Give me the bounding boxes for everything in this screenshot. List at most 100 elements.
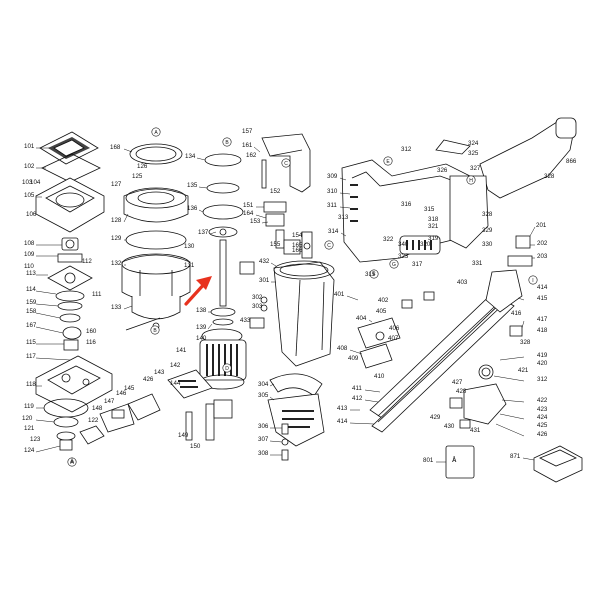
part-label-430: 430: [444, 423, 455, 430]
base-plate-assembly: [35, 131, 113, 451]
piston-driver-column: [202, 153, 244, 326]
part-label-148: 148: [92, 405, 103, 412]
part-label-321: 321: [428, 223, 439, 230]
part-label-A: A: [70, 458, 75, 465]
part-label-103: 103: [22, 179, 33, 186]
magazine-assembly: [357, 269, 523, 433]
view-circle-letter: A: [70, 460, 74, 466]
part-label-124: 124: [24, 447, 35, 454]
part-label-111: 111: [92, 291, 102, 298]
part-label-425: 425: [537, 422, 548, 429]
part-label-164: 164: [243, 210, 254, 217]
view-circle-letter: E: [386, 159, 390, 165]
part-label-125: 125: [132, 173, 143, 180]
part-label-329: 329: [482, 227, 493, 234]
part-label-315b: 315: [424, 206, 435, 213]
view-circle-A2: A: [67, 457, 77, 467]
part-label-312: 312: [401, 146, 412, 153]
part-label-310: 310: [327, 188, 338, 195]
view-circle-G: G: [389, 259, 399, 269]
part-label-114: 114: [26, 286, 36, 293]
part-label-137: 137: [198, 229, 209, 236]
svg-text:Å: Å: [452, 457, 457, 464]
part-label-429: 429: [430, 414, 441, 421]
part-label-147: 147: [104, 398, 115, 405]
part-label-413: 413: [337, 405, 348, 412]
part-label-866: 866: [566, 158, 577, 165]
part-label-301: 301: [259, 277, 270, 284]
view-circle-letter: F: [372, 272, 375, 278]
part-label-326: 326: [437, 167, 448, 174]
part-label-116: 116: [86, 339, 96, 346]
part-label-132: 132: [111, 260, 122, 267]
part-label-419: 419: [537, 352, 548, 359]
part-label-406: 406: [389, 325, 400, 332]
part-label-153: 153: [250, 218, 261, 225]
part-label-145: 145: [124, 385, 135, 392]
part-label-408: 408: [337, 345, 348, 352]
view-circle-letter: H: [469, 178, 473, 184]
part-label-112: 112: [82, 258, 92, 265]
part-label-325: 325: [468, 150, 479, 157]
part-label-157: 157: [242, 128, 253, 135]
part-label-322: 322: [383, 236, 394, 243]
part-label-312b: 312: [537, 376, 548, 383]
part-label-405: 405: [376, 308, 387, 315]
part-label-131: 131: [184, 262, 195, 269]
part-number-labels: 1011021031041051061081091101121131141111…: [22, 128, 577, 465]
part-label-102: 102: [24, 163, 35, 170]
part-label-423: 423: [537, 406, 548, 413]
view-circle-H: H: [466, 175, 476, 185]
view-circle-letter: C: [284, 161, 288, 167]
part-label-304: 304: [258, 381, 269, 388]
part-label-201: 201: [536, 222, 547, 229]
part-label-134: 134: [185, 153, 196, 160]
part-label-159: 159: [26, 299, 37, 306]
part-label-340: 340: [398, 241, 409, 248]
part-label-113: 113: [26, 270, 36, 277]
part-label-305: 305: [258, 392, 269, 399]
part-label-427: 427: [452, 379, 463, 386]
part-label-105: 105: [24, 192, 35, 199]
part-label-404: 404: [356, 315, 367, 322]
part-label-432: 432: [259, 258, 270, 265]
view-circle-A: A: [151, 127, 161, 137]
part-label-129: 129: [111, 235, 122, 242]
part-label-311: 311: [327, 202, 337, 209]
part-label-801: 801: [423, 457, 434, 464]
part-label-317: 317: [412, 261, 423, 268]
part-label-308: 308: [258, 450, 269, 457]
part-label-139: 139: [196, 324, 207, 331]
part-label-309: 309: [327, 173, 338, 180]
part-label-422: 422: [537, 397, 548, 404]
view-circle-letter: A: [154, 130, 158, 136]
part-label-138: 138: [196, 307, 207, 314]
view-circle-C2: C: [324, 240, 334, 250]
part-label-152: 152: [270, 188, 281, 195]
part-label-407: 407: [388, 335, 399, 342]
view-circle-letter: B: [153, 328, 157, 334]
part-label-161: 161: [242, 142, 253, 149]
part-label-327: 327: [470, 165, 481, 172]
part-label-403: 403: [457, 279, 468, 286]
part-label-307: 307: [258, 436, 269, 443]
part-label-166: 166: [292, 247, 303, 254]
part-label-144: 144: [170, 380, 181, 387]
part-label-314: 314: [328, 228, 339, 235]
part-label-165: 165: [292, 242, 303, 249]
part-label-428: 428: [456, 388, 467, 395]
leader-lines: [35, 146, 536, 463]
part-label-168: 168: [110, 144, 121, 151]
part-label-110: 110: [24, 263, 34, 270]
part-label-410: 410: [374, 373, 385, 380]
part-label-328: 328: [544, 173, 555, 180]
part-label-402: 402: [378, 297, 389, 304]
view-circle-B: B: [222, 137, 232, 147]
part-label-133: 133: [111, 304, 122, 311]
part-label-160: 160: [86, 328, 97, 335]
part-label-155: 155: [270, 241, 281, 248]
part-label-316: 316: [401, 201, 412, 208]
part-label-121: 121: [24, 425, 35, 432]
part-label-146: 146: [116, 390, 127, 397]
